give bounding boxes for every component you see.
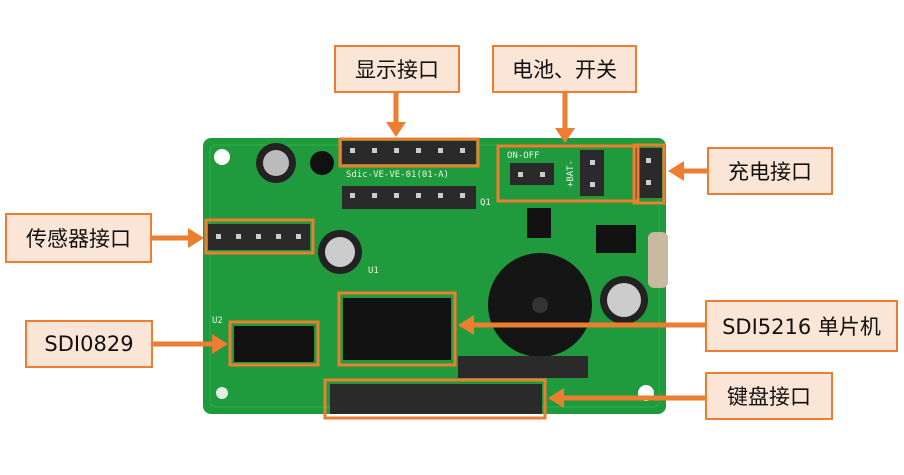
arrow-down-icon — [555, 128, 575, 143]
highlight-sdi5216 — [337, 291, 457, 367]
battery-header — [580, 150, 604, 196]
switch-header — [510, 163, 554, 185]
highlight-boxes — [204, 137, 666, 420]
arrow-left-icon — [668, 161, 684, 181]
label-battery-switch: 电池、开关 — [492, 45, 637, 93]
highlight-display — [338, 137, 480, 168]
silkscreen-q1: Q1 — [480, 198, 491, 208]
sdi0829-chip — [234, 326, 314, 362]
chip-small — [596, 225, 636, 253]
charging-header — [636, 148, 662, 198]
highlight-battery-switch — [496, 144, 640, 203]
arrow-right-icon — [212, 334, 228, 354]
highlight-sensor — [204, 218, 315, 255]
label-charging-interface: 充电接口 — [707, 147, 833, 195]
highlight-sdi0829 — [228, 320, 320, 367]
display-header — [342, 141, 476, 209]
inductor — [648, 232, 668, 288]
label-sdi0829: SDI0829 — [25, 320, 153, 368]
highlight-keyboard — [323, 378, 547, 420]
label-keyboard-interface: 键盘接口 — [705, 372, 833, 420]
arrows — [152, 93, 707, 408]
transistor — [310, 151, 334, 175]
arrow-left-icon — [458, 315, 474, 335]
arrow-left-icon — [548, 388, 564, 408]
label-sensor-interface: 传感器接口 — [5, 213, 152, 263]
keyboard-header — [330, 384, 542, 414]
silkscreen-u2: U2 — [212, 316, 223, 326]
mounting-hole — [214, 149, 230, 165]
mounting-hole — [216, 387, 228, 399]
silkscreen-switch: ON-OFF — [507, 151, 540, 161]
label-display-interface: 显示接口 — [334, 45, 460, 93]
sdi5216-chip — [343, 298, 451, 360]
arrow-right-icon — [188, 228, 204, 248]
keyboard-header-top — [458, 356, 588, 378]
silkscreen-u1: U1 — [368, 266, 379, 276]
arrow-down-icon — [386, 122, 406, 137]
regulator — [527, 208, 551, 238]
highlight-charging — [632, 143, 666, 205]
silkscreen-board-id: Sdic-VE-VE-01(01-A) — [346, 170, 449, 180]
label-sdi5216: SDI5216 单片机 — [705, 300, 898, 352]
silkscreen-battery: +BAT- — [566, 160, 576, 188]
header-pins — [216, 148, 651, 239]
